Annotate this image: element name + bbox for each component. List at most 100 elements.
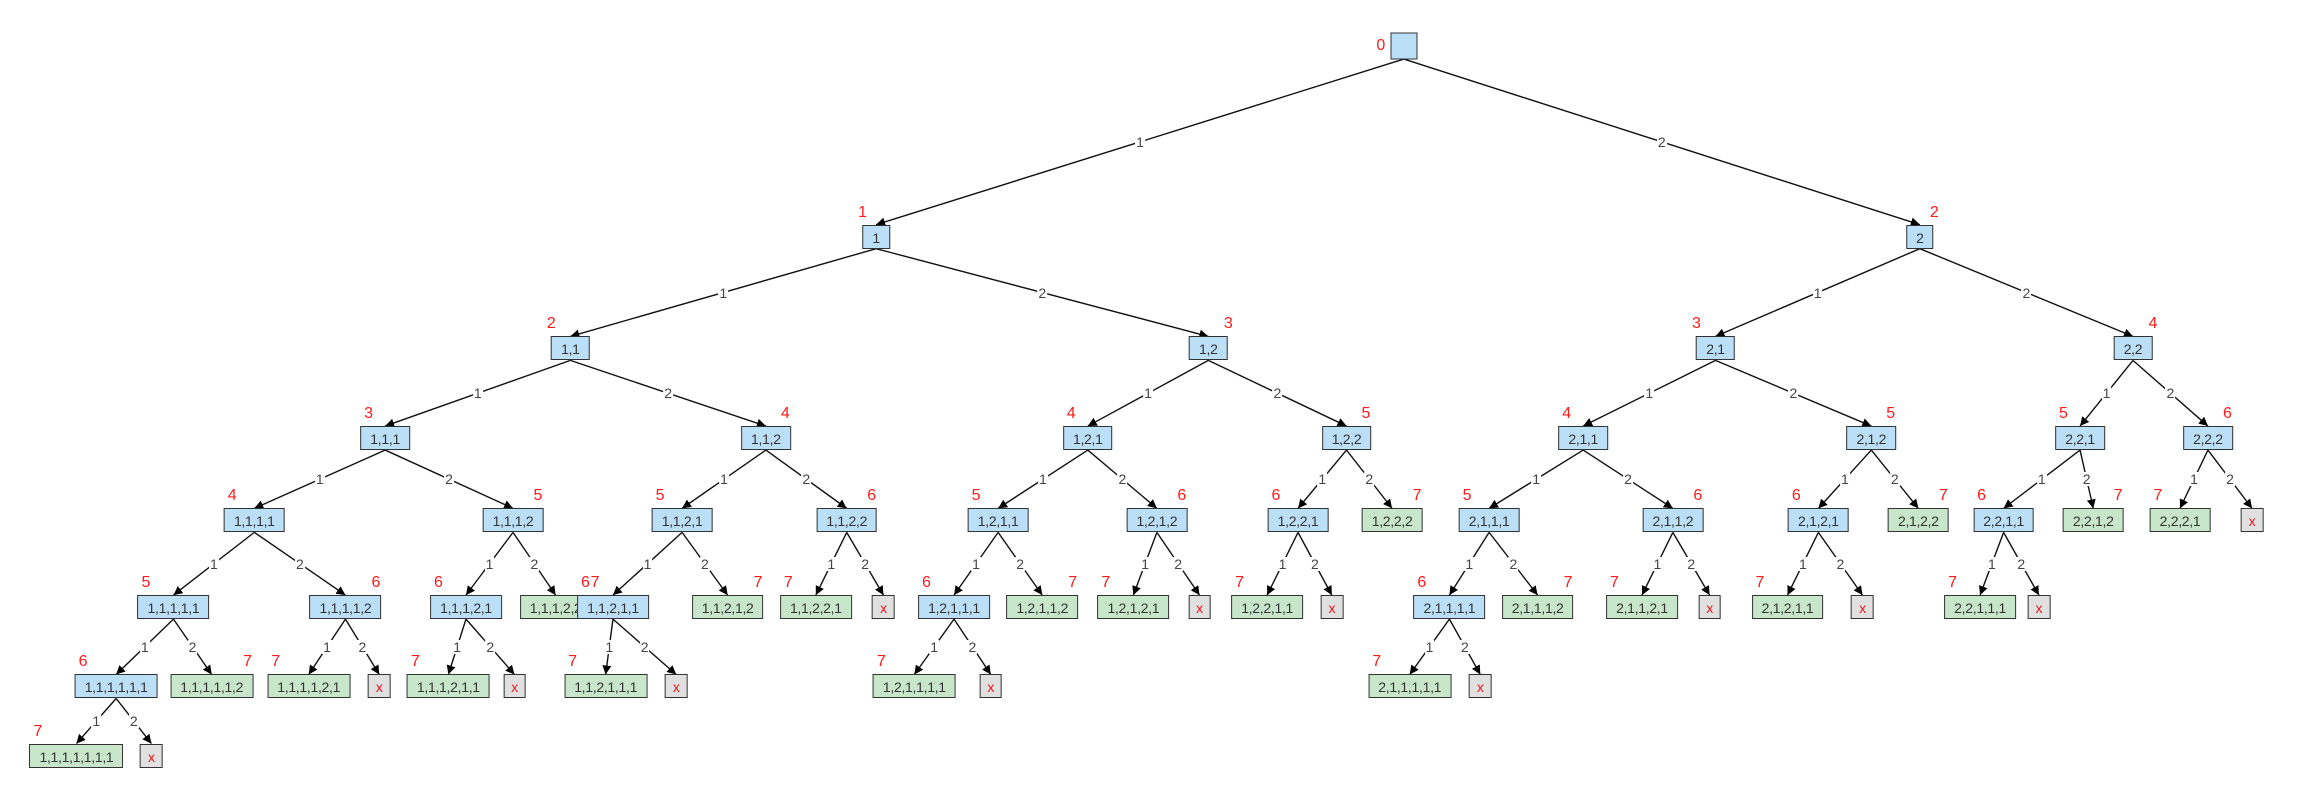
complete-node: 1,1,2,1,2 (691, 595, 764, 620)
edge-label: 2 (1117, 471, 1128, 488)
tree-node: 2,1,1 (1558, 426, 1609, 451)
sum-label: 7 (876, 653, 886, 671)
tree-node: 2 (1906, 224, 1934, 249)
edge-label: 1 (1464, 555, 1475, 572)
sum-label: 5 (533, 487, 543, 505)
sum-label: 5 (1462, 487, 1472, 505)
edge-label: 1 (208, 555, 219, 572)
edge-label: 2 (1310, 555, 1320, 572)
sum-label: 4 (1066, 405, 1076, 423)
edge-label: 1 (1424, 638, 1435, 655)
overflow-node: x (140, 743, 163, 768)
sum-label: 7 (1938, 487, 1948, 505)
tree-node: 1,1,1,2 (482, 508, 544, 533)
tree-node (1390, 32, 1418, 60)
edge-label: 1 (1652, 555, 1663, 572)
edge-label: 1 (1135, 133, 1145, 150)
sum-label: 2 (546, 315, 556, 333)
sum-label: 7 (2153, 487, 2163, 505)
edge-label: 2 (187, 638, 198, 655)
edge-label: 1 (484, 555, 495, 572)
sum-label: 1 (858, 203, 868, 221)
edge-label: 1 (1986, 555, 1997, 572)
tree-node: 1,1,1,2,1 (430, 595, 502, 620)
sum-label: 7 (243, 653, 253, 671)
edge-label: 2 (1788, 385, 1799, 402)
tree-node: 2,1,1,1,1 (1413, 595, 1486, 620)
complete-node: 2,2,1,1,1 (1944, 595, 2016, 620)
complete-node: 2,2,2,1 (2149, 508, 2211, 533)
overflow-node: x (664, 674, 688, 699)
edge-label: 1 (929, 638, 940, 655)
overflow-node: x (2027, 595, 2051, 620)
edge-label: 2 (1835, 555, 1846, 572)
sum-label: 7 (1948, 574, 1957, 592)
sum-label: 6 (433, 574, 443, 592)
edge-label: 2 (128, 713, 139, 730)
overflow-node: x (872, 595, 895, 620)
edge-label: 2 (1508, 555, 1519, 572)
edge-label: 2 (1459, 638, 1470, 655)
edge-label: 2 (1173, 555, 1184, 572)
tree-node: 1,2,1,1,1 (918, 595, 990, 620)
tree-node: 1,1,2 (741, 426, 791, 451)
sum-label: 7 (2113, 487, 2123, 505)
tree-node: 2,1,1,1 (1458, 508, 1520, 533)
sum-label: 7 (783, 574, 793, 592)
edge-label: 1 (1038, 471, 1048, 488)
complete-node: 1,2,1,1,2 (1006, 595, 1079, 620)
sum-label: 6 (1791, 487, 1801, 505)
tree-node: 1,1,2,1 (651, 508, 713, 533)
sum-label: 4 (1562, 405, 1572, 423)
overflow-node: x (503, 674, 526, 699)
complete-node: 2,1,2,2 (1887, 508, 1949, 533)
edge-label: 1 (452, 638, 463, 655)
edge-label: 2 (860, 555, 870, 572)
tree-node: 1,1,2,2 (816, 508, 878, 533)
edge-label: 2 (2225, 471, 2235, 488)
sum-label: 7 (1372, 653, 1382, 671)
sum-label: 5 (1886, 405, 1896, 423)
edge-label: 2 (1364, 471, 1375, 488)
tree-node: 1,2,2,1 (1267, 508, 1329, 533)
edge-label: 2 (444, 471, 454, 488)
edge-label: 2 (663, 385, 674, 402)
edge-label: 1 (1277, 555, 1288, 572)
sum-label: 7 (1609, 574, 1619, 592)
sum-label: 6 (1417, 574, 1427, 592)
tree-node: 1,1,1,1 (223, 508, 285, 533)
tree-node: 2,2,2 (2183, 426, 2233, 451)
sum-label: 7 (33, 722, 43, 740)
sum-label: 5 (655, 487, 665, 505)
sum-label: 7 (1068, 574, 1078, 592)
edge-label: 1 (1143, 385, 1153, 402)
edge-label: 1 (314, 471, 325, 488)
edge-label: 1 (1798, 555, 1808, 572)
sum-label: 6 (580, 574, 590, 592)
complete-node: 1,1,1,1,1,1,1 (29, 743, 124, 768)
tree-node: 2,1,2 (1846, 426, 1897, 451)
edge-label: 2 (485, 638, 496, 655)
edge-label: 2 (2016, 555, 2027, 572)
sum-label: 6 (1271, 487, 1281, 505)
edge-label: 1 (2101, 385, 2112, 402)
edge-label: 1 (718, 284, 729, 301)
sum-label: 6 (2222, 405, 2232, 423)
tree-node: 1,1,2,1,1 (577, 595, 649, 620)
tree-node: 1,1 (551, 336, 590, 361)
tree-node: 1,2,1 (1062, 426, 1113, 451)
sum-label: 6 (922, 574, 931, 592)
edge-label: 1 (1140, 555, 1151, 572)
edge-label: 1 (1812, 284, 1823, 301)
edge-label: 1 (604, 638, 615, 655)
edge-label: 1 (971, 555, 981, 572)
sum-label: 6 (1977, 487, 1987, 505)
overflow-node: x (1851, 595, 1874, 620)
sum-label: 7 (1412, 487, 1422, 505)
sum-label: 0 (1376, 36, 1386, 54)
sum-label: 7 (1563, 574, 1573, 592)
sum-label: 4 (2148, 315, 2158, 333)
edge-label: 2 (1889, 471, 1900, 488)
tree-node: 2,2,1 (2055, 426, 2105, 451)
